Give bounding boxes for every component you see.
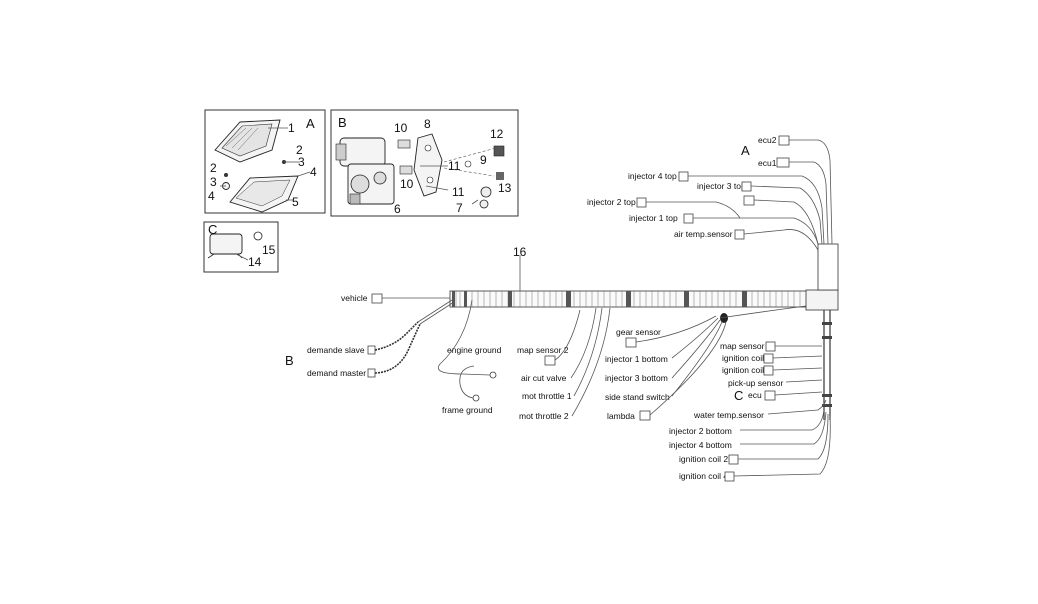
part-number-3: 3 (298, 155, 305, 169)
part-number-11-top: 11 (448, 159, 461, 173)
label-ecu: ecu (748, 390, 762, 400)
part-number-16: 16 (513, 245, 527, 259)
sensor-unit-drawing (209, 233, 243, 255)
label-injector-1-top: injector 1 top (629, 213, 678, 223)
part-number-14: 14 (248, 255, 262, 269)
label-ignition-coil-1: ignition coil 1 (722, 365, 771, 375)
part-number-5: 5 (292, 195, 299, 209)
label-ecu2: ecu2 (758, 135, 777, 145)
inset-b: B 10 8 12 11 9 10 11 13 6 7 (330, 109, 519, 217)
part-number-15: 15 (262, 243, 276, 257)
part-number-3-left: 3 (210, 175, 217, 189)
label-map-sensor-1: map sensor 1 (720, 341, 772, 351)
left-connectors: vehicle demande slave demand master engi… (307, 293, 502, 415)
part-number-12: 12 (490, 127, 504, 141)
part-number-7: 7 (456, 201, 463, 215)
part-number-10-bottom: 10 (400, 177, 414, 191)
label-side-stand-switch: side stand switch (605, 392, 670, 402)
label-air-temp-sensor: air temp.sensor (674, 229, 733, 239)
inset-a-letter: A (306, 116, 315, 131)
inset-c: C 14 15 (203, 221, 279, 273)
inset-b-letter: B (338, 115, 347, 130)
part-number-6: 6 (394, 202, 401, 216)
main-harness: 16 (449, 243, 839, 420)
label-injector-2-bottom: injector 2 bottom (669, 426, 732, 436)
label-injector-2-top: injector 2 top (587, 197, 636, 207)
part-number-4-left: 4 (208, 189, 215, 203)
label-injector-4-top: injector 4 top (628, 171, 677, 181)
label-demand-master: demand master (307, 368, 366, 378)
label-mot-throttle-1: mot throttle 1 (522, 391, 572, 401)
label-water-temp-sensor: water temp.sensor (693, 410, 764, 420)
label-air-cut-valve: air cut valve (521, 373, 567, 383)
label-ecu1: ecu1 (758, 158, 777, 168)
part-number-13: 13 (498, 181, 512, 195)
part-number-11-bottom: 11 (452, 185, 465, 199)
right-top-connectors: ecu2 ecu1 injector 4 top injector 3 top … (587, 135, 833, 251)
label-map-sensor-2: map sensor 2 (517, 345, 569, 355)
label-mot-throttle-2: mot throttle 2 (519, 411, 569, 421)
label-injector-3-top: injector 3 top (697, 181, 746, 191)
part-number-1: 1 (288, 121, 295, 135)
label-ignition-coil-4: ignition coil 4 (679, 471, 728, 481)
label-injector-1-bottom: injector 1 bottom (605, 354, 668, 364)
inset-c-letter: C (208, 222, 217, 237)
part-number-4: 4 (310, 165, 317, 179)
label-ignition-coil-3: ignition coil 3 (722, 353, 771, 363)
label-pick-up-sensor: pick-up sensor (728, 378, 783, 388)
label-injector-4-bottom: injector 4 bottom (669, 440, 732, 450)
middle-connectors: map sensor 2 air cut valve mot throttle … (517, 307, 727, 421)
right-bottom-connectors: map sensor 1 ignition coil 3 ignition co… (669, 341, 831, 482)
part-number-8: 8 (424, 117, 431, 131)
label-vehicle: vehicle (341, 293, 368, 303)
ecu-unit-drawing (214, 119, 281, 163)
grommet (720, 313, 728, 323)
label-frame-ground: frame ground (442, 405, 493, 415)
harness-upper-trunk (817, 243, 839, 291)
part-number-9: 9 (480, 153, 487, 167)
part-number-2-left: 2 (210, 161, 217, 175)
hydraulic-unit-drawing (335, 137, 395, 205)
mounting-plate-drawing (413, 133, 443, 197)
label-demande-slave: demande slave (307, 345, 365, 355)
diagram-letter-b: B (285, 353, 294, 368)
diagram-letter-c: C (734, 388, 743, 403)
inset-a: A 1 2 3 4 5 2 3 4 (204, 109, 326, 214)
part-number-2: 2 (296, 143, 303, 157)
harness-junction (805, 289, 839, 311)
label-injector-3-bottom: injector 3 bottom (605, 373, 668, 383)
diagram-letter-a: A (741, 143, 750, 158)
label-lambda: lambda (607, 411, 635, 421)
label-gear-sensor: gear sensor (616, 327, 661, 337)
part-number-10-top: 10 (394, 121, 408, 135)
label-ignition-coil-2: ignition coil 2 (679, 454, 728, 464)
label-engine-ground: engine ground (447, 345, 502, 355)
bracket-drawing (222, 160, 299, 213)
